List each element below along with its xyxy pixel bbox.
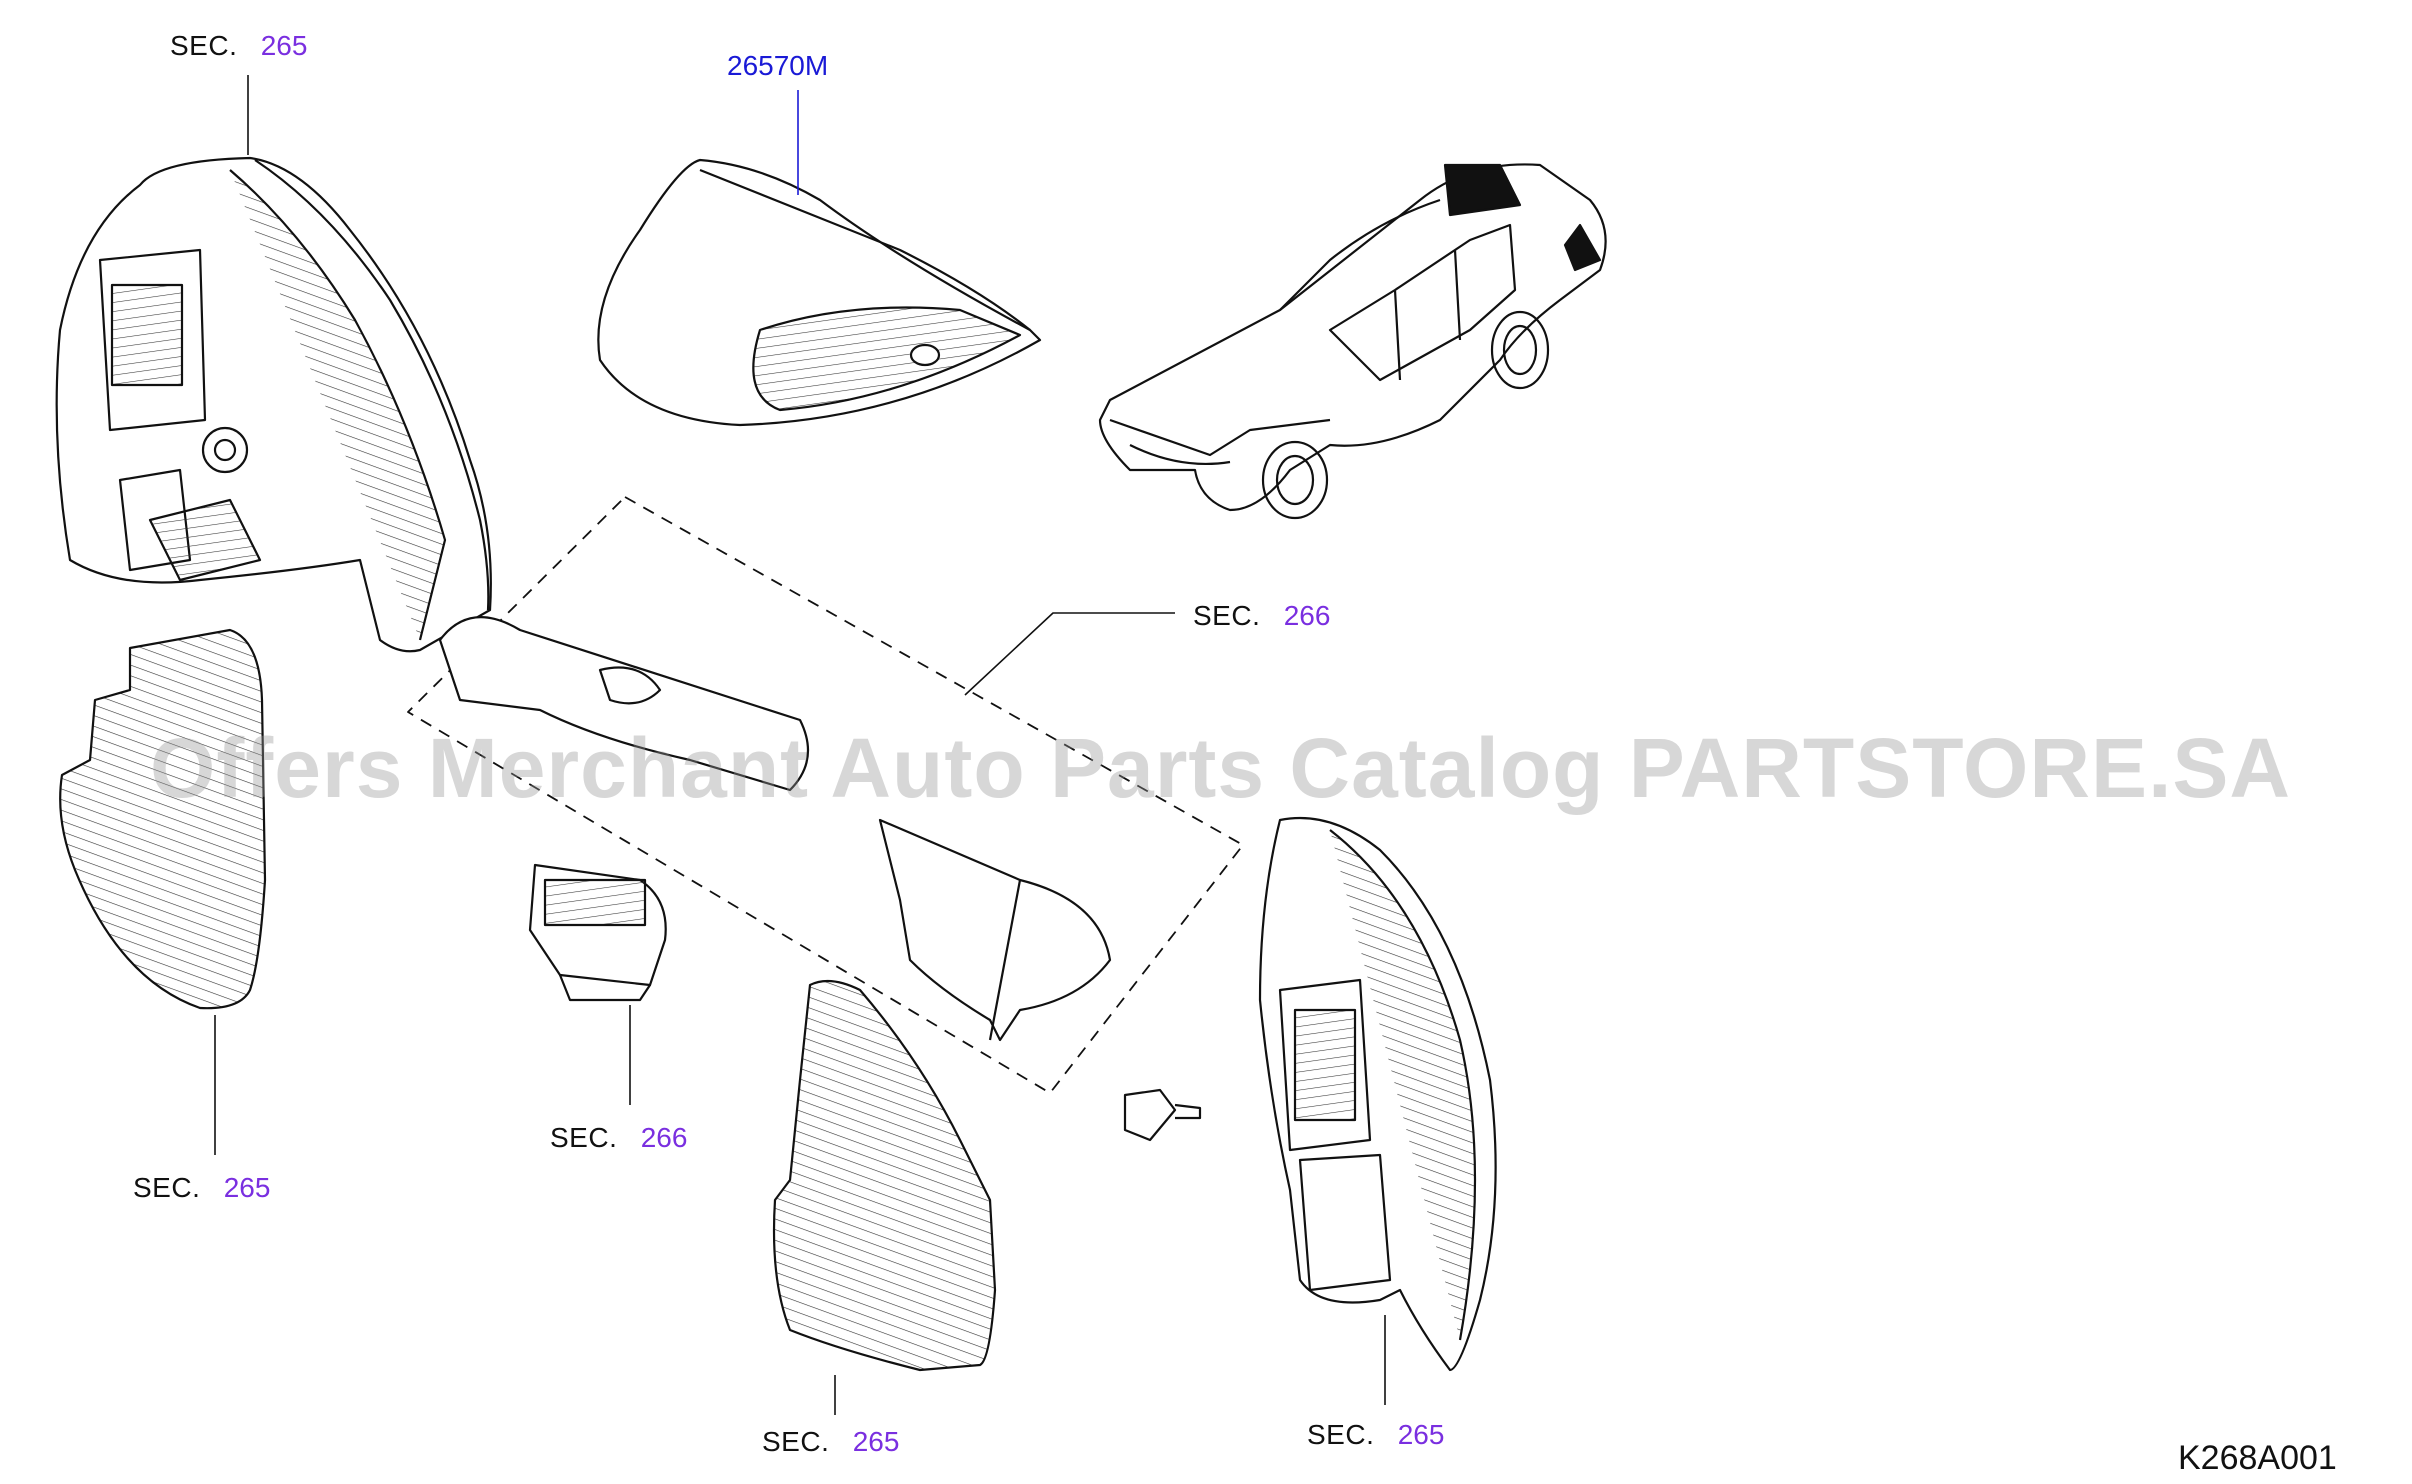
lamp-lens-26570M [597,158,1042,427]
section-number[interactable]: 265 [852,1426,900,1457]
section-callout-c2[interactable]: SEC. 266 [1193,602,1330,630]
bracket-assembly-group [407,496,1244,1094]
leader-line-c2 [964,612,1175,696]
rear-finisher-center [772,979,997,1372]
section-prefix: SEC. [1193,600,1261,631]
section-prefix: SEC. [762,1426,830,1457]
section-number[interactable]: 266 [640,1122,688,1153]
section-callout-c3[interactable]: SEC. 265 [133,1174,270,1202]
section-prefix: SEC. [1307,1419,1375,1450]
part-number-callout[interactable]: 26570M [727,50,829,81]
section-prefix: SEC. [550,1122,618,1153]
section-number[interactable]: 266 [1283,600,1331,631]
section-prefix: SEC. [133,1172,201,1203]
bulb-socket [528,863,667,1002]
section-callout-c1[interactable]: SEC. 265 [170,32,307,60]
section-callout-c4[interactable]: SEC. 266 [550,1124,687,1152]
section-number[interactable]: 265 [1397,1419,1445,1450]
vehicle-reference-illustration [1098,163,1607,520]
section-callout-c6[interactable]: SEC. 265 [1307,1421,1444,1449]
rear-combination-lamp-lower-right [1258,816,1497,1372]
diagram-code: K268A001 [2178,1439,2337,1477]
rear-finisher-left [59,628,267,1010]
rear-combination-lamp-upper-left [55,156,492,653]
section-callout-c5[interactable]: SEC. 265 [762,1428,899,1456]
section-number[interactable]: 265 [223,1172,271,1203]
section-number[interactable]: 265 [260,30,308,61]
bolt-fastener [1123,1088,1202,1142]
section-prefix: SEC. [170,30,238,61]
